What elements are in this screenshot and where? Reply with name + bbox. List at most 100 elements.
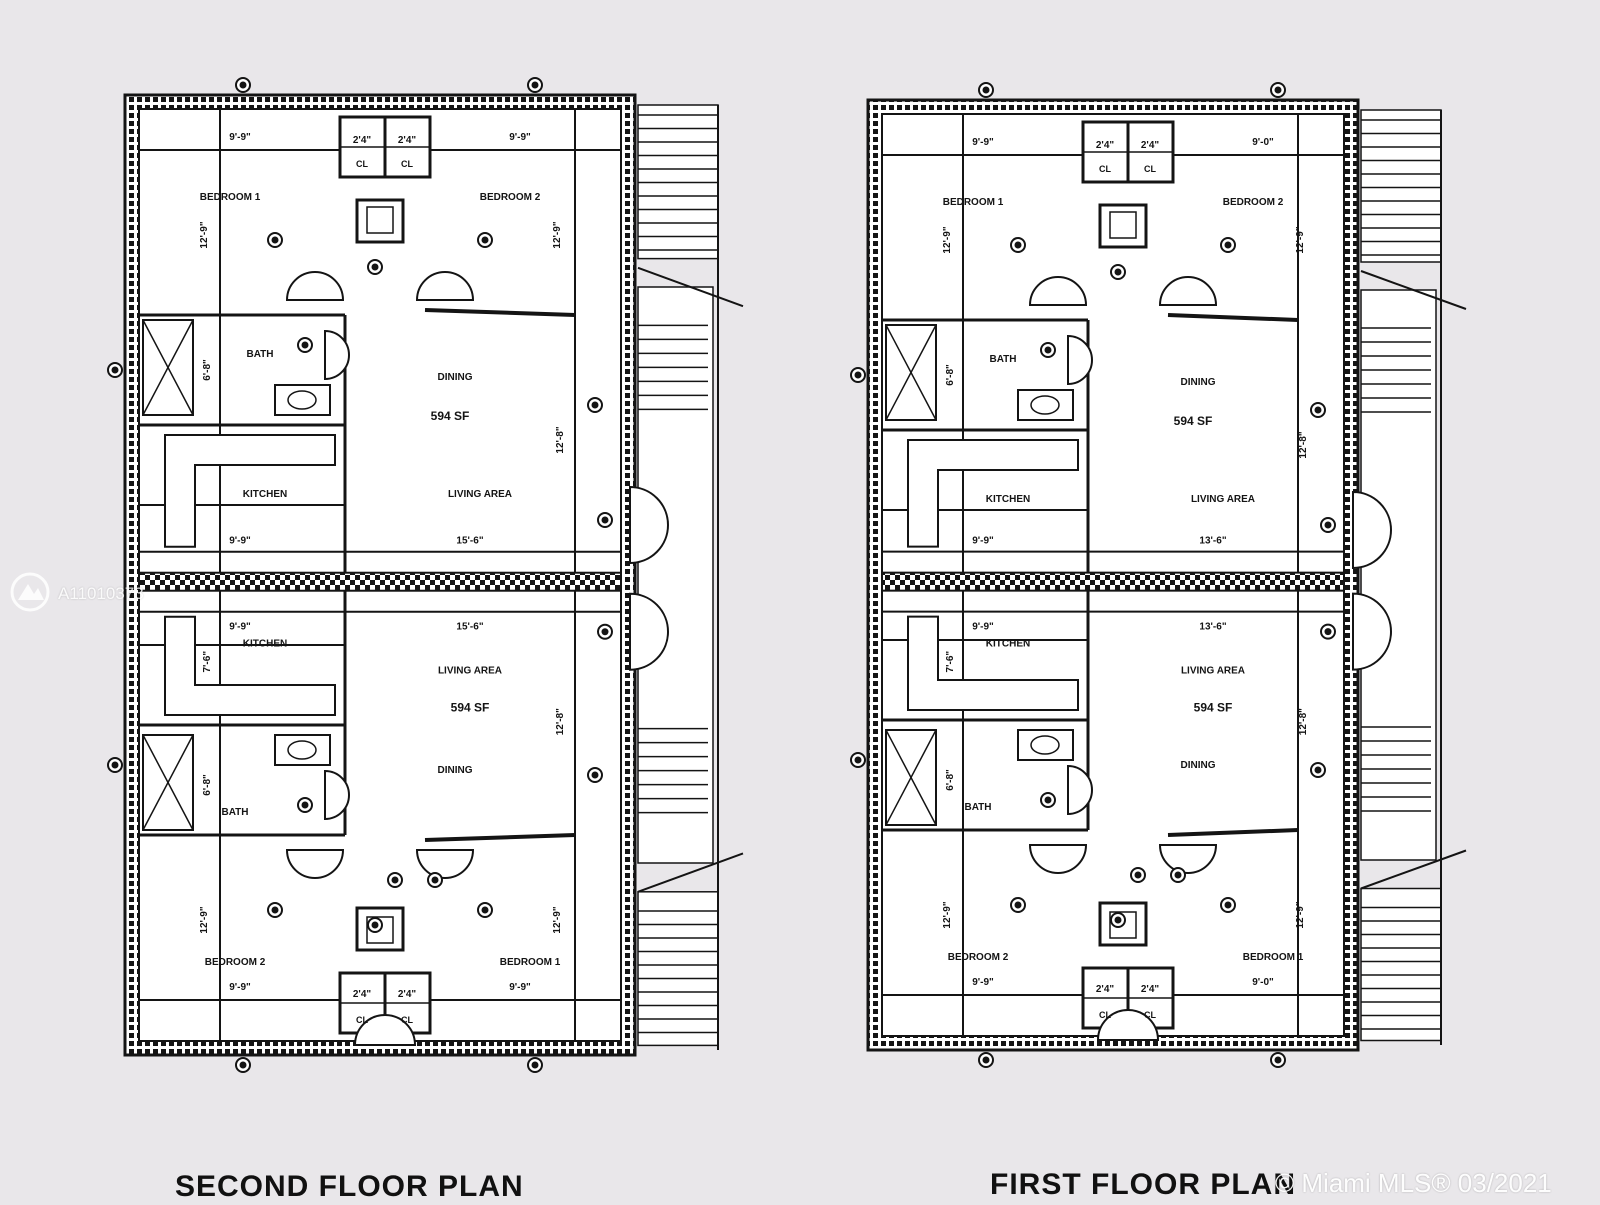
light-fixture-icon-dot: [371, 263, 379, 271]
dimension-label: 12'-9": [942, 226, 953, 253]
door-swing: [285, 849, 345, 879]
door-swing: [415, 271, 475, 301]
stair-bottom: [1360, 887, 1442, 1042]
room-label: 594 SF: [1194, 701, 1233, 715]
entry-door-swing: [1352, 490, 1392, 570]
room-label: 594 SF: [1174, 414, 1213, 428]
vanity-bottom: [274, 734, 331, 766]
kitchen-counter-top: [907, 439, 1079, 548]
exterior-light-icon-dot: [239, 1061, 247, 1069]
exterior-light-icon-dot: [111, 761, 119, 769]
bath-door-swing: [324, 769, 350, 821]
stair-arrow: [637, 266, 744, 308]
light-fixture-icon-dot: [1324, 521, 1332, 529]
kitchen-counter-top: [164, 434, 336, 548]
light-fixture-icon-dot: [591, 771, 599, 779]
vanity-top: [1017, 389, 1074, 421]
light-fixture-icon-dot: [1174, 871, 1182, 879]
room-label: BATH: [964, 802, 991, 813]
dimension-label: 9'-9": [972, 977, 994, 988]
exterior-light-icon-dot: [854, 756, 862, 764]
vanity-bottom: [1017, 729, 1074, 761]
light-fixture-icon-dot: [391, 876, 399, 884]
wall-line: [424, 833, 576, 842]
wall-line: [1167, 313, 1299, 322]
closet-label: CL: [401, 1015, 413, 1025]
room-label: DINING: [438, 372, 473, 383]
closet-label: CL: [356, 1015, 368, 1025]
closet-label: CL: [356, 159, 368, 169]
first-floor-plan-title: FIRST FLOOR PLAN: [990, 1168, 1296, 1201]
room-label: BEDROOM 1: [200, 192, 261, 203]
dimension-label: 9'-9": [972, 536, 994, 547]
door-swing: [1158, 276, 1218, 306]
light-fixture-icon-dot: [1314, 406, 1322, 414]
closet-label: CL: [401, 159, 413, 169]
room-label: KITCHEN: [243, 489, 287, 500]
dimension-label: 12'-8": [1298, 708, 1309, 735]
kitchen-counter-bottom: [164, 615, 336, 716]
room-label: LIVING AREA: [1191, 494, 1255, 505]
wall-line: [1167, 828, 1299, 837]
stair-arrow: [1360, 270, 1467, 310]
closet-label: CL: [1099, 1010, 1111, 1020]
room-label: BATH: [221, 807, 248, 818]
room-label: DINING: [1181, 760, 1216, 771]
dimension-label: 9'-9": [229, 536, 251, 547]
dimension-label: 12'-9": [199, 221, 210, 248]
stair-top: [1360, 109, 1442, 263]
wall-line: [142, 734, 194, 831]
dimension-label: 15'-6": [456, 536, 483, 547]
light-fixture-icon-dot: [301, 341, 309, 349]
light-fixture-icon-dot: [371, 921, 379, 929]
sink-top: [1030, 395, 1060, 415]
dimension-label: 2'4": [1141, 140, 1160, 151]
door-swing: [1028, 276, 1088, 306]
room-label: 594 SF: [451, 701, 490, 715]
party-wall: [138, 571, 622, 592]
bath-door-swing: [1067, 334, 1093, 386]
hvac-unit-top: [1109, 211, 1137, 239]
light-fixture-icon-dot: [601, 628, 609, 636]
light-fixture-icon-dot: [1314, 766, 1322, 774]
room-label: BEDROOM 1: [1243, 952, 1304, 963]
entry-door-swing: [629, 592, 669, 671]
exterior-light-icon-dot: [239, 81, 247, 89]
room-label: KITCHEN: [986, 494, 1030, 505]
dimension-label: 2'4": [398, 135, 417, 146]
second-floor-plan: BEDROOM 1 BEDROOM 2 BATH DINING 594 SF KITCHE…: [107, 77, 744, 1073]
stair-arrow: [637, 852, 744, 893]
sink-top: [287, 390, 317, 410]
room-label: LIVING AREA: [448, 489, 512, 500]
light-fixture-icon-dot: [1114, 916, 1122, 924]
dimension-label: 9'-9": [229, 982, 251, 993]
vanity-top: [274, 384, 331, 416]
exterior-light-icon-dot: [531, 81, 539, 89]
light-fixture-icon-dot: [601, 516, 609, 524]
stair-mid: [1360, 289, 1437, 861]
dimension-label: 7'-6": [202, 651, 213, 673]
dimension-label: 12'-9": [1295, 901, 1306, 928]
room-label: BEDROOM 2: [480, 192, 541, 203]
stair-hatching: [1360, 109, 1467, 1045]
light-fixture-icon-dot: [1014, 241, 1022, 249]
room-label: 594 SF: [431, 409, 470, 423]
dimension-label: 9'-0": [1252, 977, 1274, 988]
closet-door-swing: [353, 1014, 417, 1046]
room-label: BATH: [246, 349, 273, 360]
dimension-label: 6'-8": [945, 364, 956, 386]
dimension-label: 6'-8": [945, 769, 956, 791]
dimension-label: 6'-8": [202, 774, 213, 796]
party-wall: [881, 571, 1345, 592]
light-fixture-icon-dot: [591, 401, 599, 409]
second-floor-plan-title: SECOND FLOOR PLAN: [175, 1170, 524, 1203]
dimension-label: 9'-9": [229, 132, 251, 143]
dimension-label: 2'4": [353, 135, 372, 146]
closet-label: CL: [1099, 164, 1111, 174]
room-label: LIVING AREA: [1181, 666, 1245, 677]
exterior-light-icon-dot: [111, 366, 119, 374]
dimension-label: 12'-8": [1298, 431, 1309, 458]
entry-door-swing: [629, 485, 669, 565]
